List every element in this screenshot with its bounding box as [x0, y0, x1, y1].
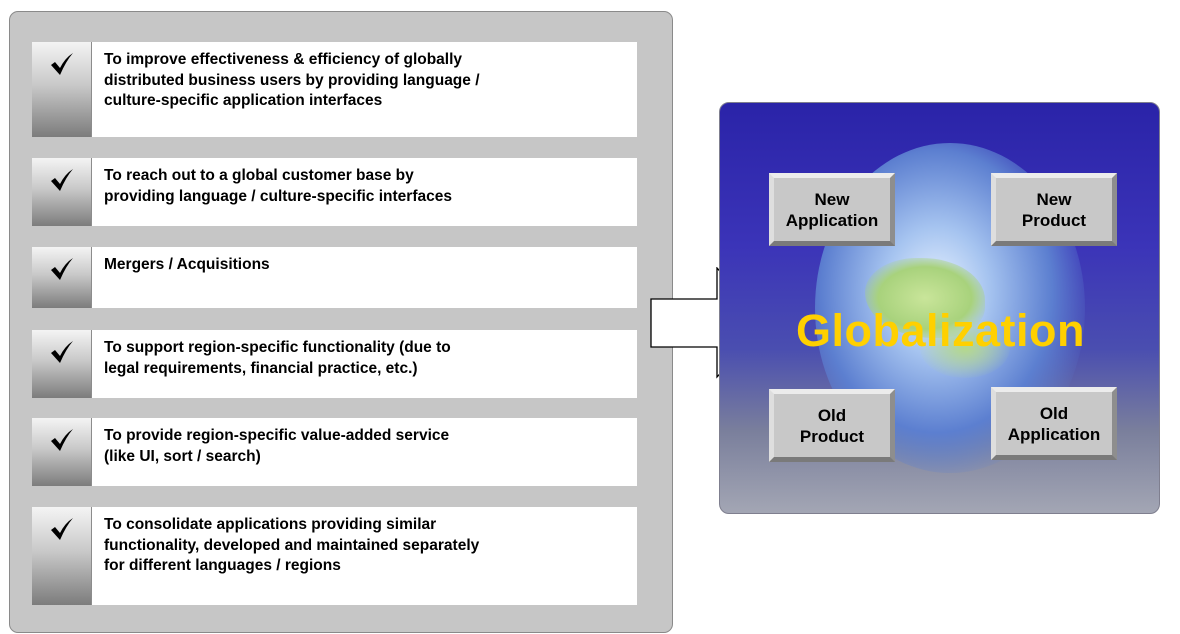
reason-text: Mergers / Acquisitions [92, 247, 637, 308]
old-product-box: Old Product [769, 389, 895, 462]
checkmark-icon [50, 518, 73, 540]
new-product-box: New Product [991, 173, 1117, 246]
check-cell [32, 42, 92, 137]
checkmark-icon [50, 341, 73, 363]
globalization-title: Globalization [795, 305, 1085, 356]
reason-item: To provide region-specific value-added s… [32, 418, 637, 486]
check-cell [32, 158, 92, 226]
check-cell [32, 247, 92, 308]
check-cell [32, 507, 92, 605]
check-cell [32, 418, 92, 486]
checkmark-icon [50, 169, 73, 191]
reason-text: To provide region-specific value-added s… [92, 418, 637, 486]
reason-item: To reach out to a global customer base b… [32, 158, 637, 226]
reasons-panel: To improve effectiveness & efficiency of… [9, 11, 673, 633]
reason-item: To improve effectiveness & efficiency of… [32, 42, 637, 137]
reason-text: To consolidate applications providing si… [92, 507, 637, 605]
checkmark-icon [50, 429, 73, 451]
globe-landmass [920, 318, 1010, 378]
reason-item: To consolidate applications providing si… [32, 507, 637, 605]
reason-text: To improve effectiveness & efficiency of… [92, 42, 637, 137]
checkmark-icon [50, 53, 73, 75]
reason-text: To support region-specific functionality… [92, 330, 637, 398]
globalization-panel: New Application New Product Old Product … [719, 102, 1160, 514]
reason-item: Mergers / Acquisitions [32, 247, 637, 308]
old-application-box: Old Application [991, 387, 1117, 460]
reason-text: To reach out to a global customer base b… [92, 158, 637, 226]
new-application-box: New Application [769, 173, 895, 246]
reason-item: To support region-specific functionality… [32, 330, 637, 398]
checkmark-icon [50, 258, 73, 280]
check-cell [32, 330, 92, 398]
